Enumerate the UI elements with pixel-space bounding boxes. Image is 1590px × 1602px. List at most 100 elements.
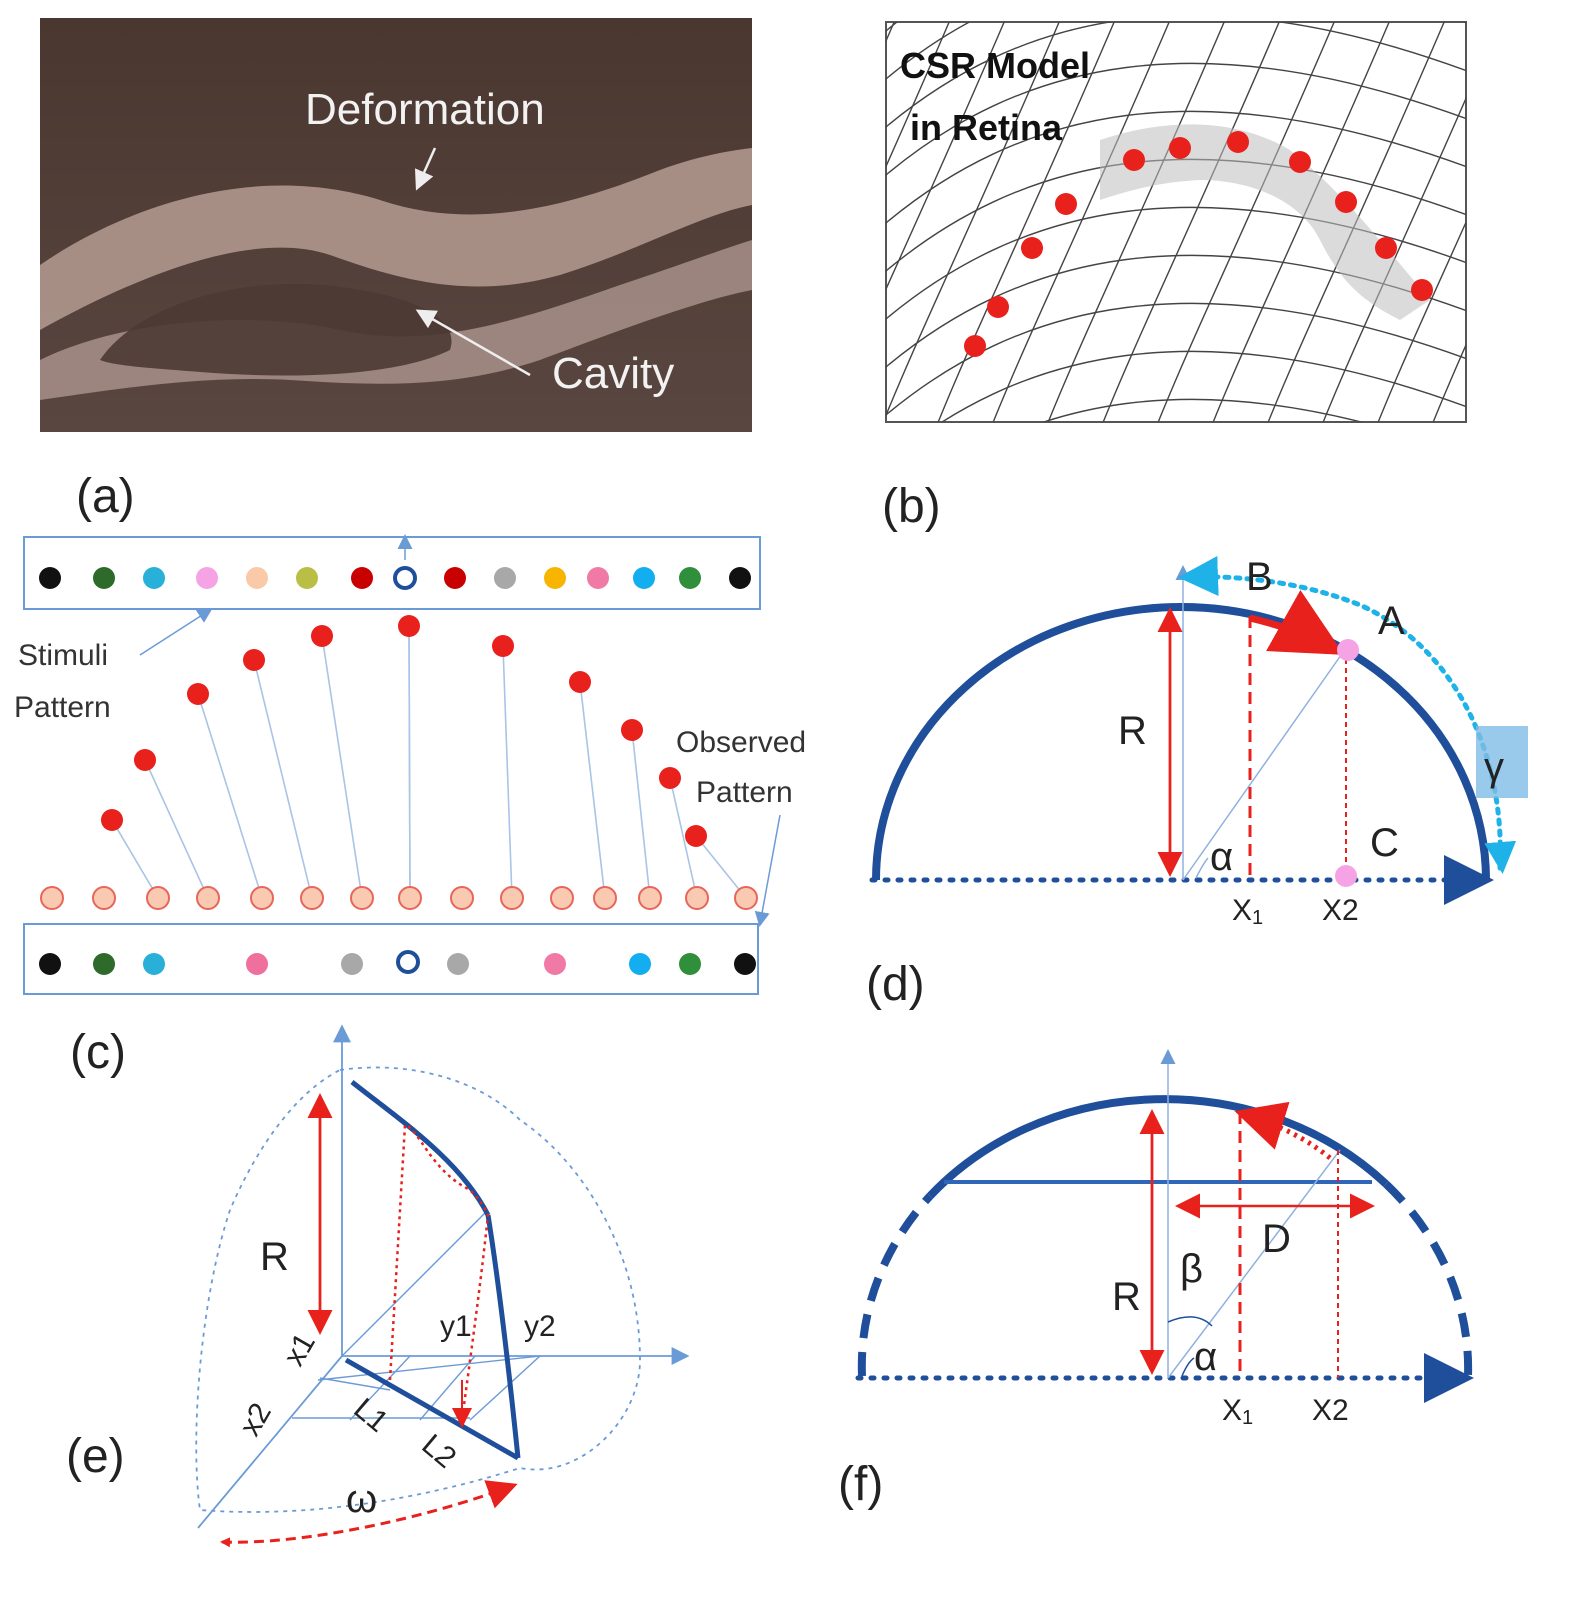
mesh-line: [1047, 22, 1225, 422]
mesh-red-point: [964, 335, 986, 357]
e-omega-arrow: [221, 1480, 518, 1544]
f-label-x1: X1: [1222, 1394, 1253, 1429]
mesh-shaded-band: [1100, 124, 1430, 320]
d-label-a: A: [1378, 599, 1405, 643]
d-label-c: C: [1370, 821, 1399, 865]
e-diag: [341, 1209, 489, 1357]
salmon-dot: [638, 886, 662, 910]
arc-red-dot: [659, 767, 681, 789]
salmon-dot: [92, 886, 116, 910]
f-right-dashed-arc: [1383, 1181, 1473, 1377]
mesh-line: [886, 110, 1466, 224]
stimulus-dot: [587, 567, 609, 589]
label-observed-line2: Pattern: [696, 776, 793, 809]
mesh-line: [886, 22, 1005, 291]
observed-dot: [341, 953, 363, 975]
projection-line: [631, 729, 651, 899]
panel-label-e: (e): [66, 1430, 125, 1483]
mesh-line: [886, 22, 1466, 80]
projection-line: [695, 835, 747, 899]
e-label-omega: ω: [346, 1477, 377, 1521]
stimulus-dot: [633, 567, 655, 589]
panel-a: Deformation Cavity (a): [40, 18, 752, 523]
stimulus-dot: [494, 567, 516, 589]
mesh-line: [937, 22, 1115, 422]
mesh-red-point: [1335, 191, 1357, 213]
arc-red-dot: [101, 809, 123, 831]
f-red-dotted-arc: [1234, 1101, 1332, 1160]
d-alpha-arc: [1195, 857, 1209, 879]
pointer-observed: [754, 814, 781, 927]
stimulus-dot: [544, 567, 566, 589]
projection-lines: [111, 625, 747, 899]
d-cyan-arrow-down: [1484, 839, 1517, 874]
e-base-line: [344, 1357, 520, 1461]
projection-line: [669, 777, 698, 899]
salmon-dot: [500, 886, 524, 910]
mesh-line: [880, 495, 1470, 612]
salmon-dot: [250, 886, 274, 910]
f-label-beta: β: [1180, 1247, 1203, 1291]
e-label-x2: x2: [233, 1398, 277, 1442]
projection-line: [111, 819, 159, 899]
mesh-red-point: [987, 296, 1009, 318]
arc-red-dot: [187, 683, 209, 705]
mesh-line: [1540, 20, 1590, 430]
f-label-r: R: [1112, 1275, 1141, 1319]
panel-label-c: (c): [70, 1026, 126, 1079]
observed-dots: [39, 950, 756, 975]
pointer-stimuli: [139, 608, 213, 656]
observed-dot: [734, 953, 756, 975]
cavity-region: [100, 283, 452, 376]
observed-dot: [143, 953, 165, 975]
e-red-dotted-1: [388, 1123, 490, 1421]
mesh-line: [1212, 22, 1390, 422]
mesh-line: [1041, 398, 1364, 422]
projection-line: [321, 635, 363, 899]
salmon-dots: [40, 886, 758, 910]
salmon-dot: [196, 886, 220, 910]
mesh-line: [886, 22, 1060, 418]
point-c: [1335, 865, 1357, 887]
e-dotted-outline: [195, 1066, 641, 1513]
retina-layer-upper: [40, 148, 752, 330]
mesh-line: [1377, 220, 1466, 422]
stimulus-dot: [729, 567, 751, 589]
observed-dot: [447, 953, 469, 975]
e-top-curve: [350, 1080, 491, 1217]
gamma-box: [1476, 726, 1528, 798]
stimulus-dot: [143, 567, 165, 589]
e-label-r: R: [260, 1235, 289, 1279]
label-deformation: Deformation: [305, 85, 545, 134]
mesh-line: [880, 447, 1470, 564]
mesh-red-point: [1169, 137, 1191, 159]
panel-label-d: (d): [866, 958, 925, 1011]
d-label-b: B: [1246, 555, 1273, 599]
f-label-x2: X2: [1312, 1394, 1349, 1427]
panel-e: R x1 x2 y1 y2 L1 L2 ω (e): [66, 1024, 690, 1548]
salmon-dot: [300, 886, 324, 910]
salmon-dot: [398, 886, 422, 910]
arrow-deformation: [414, 147, 437, 191]
salmon-dot: [350, 886, 374, 910]
arrow-cavity: [415, 309, 531, 377]
mesh-line: [940, 350, 1466, 422]
arc-red-dot: [621, 719, 643, 741]
stimulus-dot: [444, 567, 466, 589]
e-label-l2: L2: [416, 1428, 463, 1475]
e-label-x1: x1: [277, 1328, 321, 1372]
label-stimuli-line1: Stimuli: [18, 639, 108, 672]
panel-f: R β α D X1 X2 (f): [838, 1049, 1474, 1511]
panel-label-b: (b): [882, 480, 941, 533]
e-side-curve: [485, 1214, 521, 1459]
panel-c: Stimuli Pattern Observed Pattern (c): [14, 534, 806, 1079]
mesh-red-point: [1021, 237, 1043, 259]
stimulus-dot: [39, 567, 61, 589]
label-stimuli-line2: Pattern: [14, 691, 111, 724]
mesh-line: [992, 22, 1170, 422]
d-label-r: R: [1118, 709, 1147, 753]
salmon-dot: [593, 886, 617, 910]
f-label-d: D: [1262, 1217, 1291, 1261]
f-label-alpha: α: [1194, 1335, 1217, 1379]
projection-line: [197, 693, 263, 899]
